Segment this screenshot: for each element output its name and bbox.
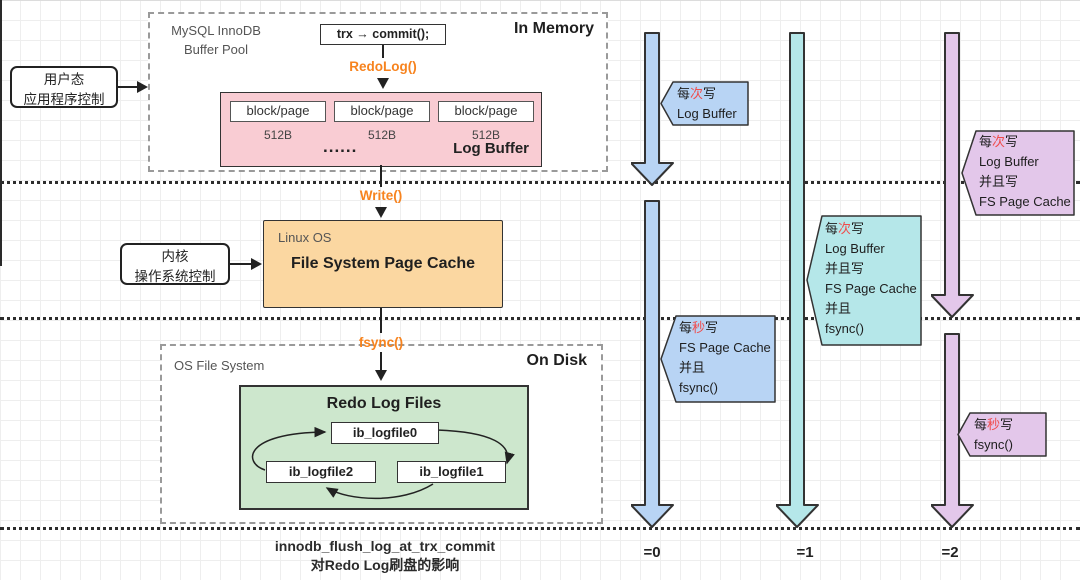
mode1-arrow [776,32,819,528]
diagram-caption: innodb_flush_log_at_trx_commit 对Redo Log… [274,538,496,573]
ib-logfile1-box: ib_logfile1 [397,461,506,483]
trx-connector-line [382,45,384,58]
separator-bottom [0,527,1080,530]
kernel-control-arrow-line [230,263,252,265]
callout-mode2-memory: 每次写 Log Buffer 并且写 FS Page Cache [961,130,1076,216]
fsync-arrowhead-icon [375,370,387,381]
write-arrowhead-icon [375,207,387,218]
on-disk-label: On Disk [526,352,587,369]
kernel-control-box: 内核 操作系统控制 [120,243,230,285]
kernel-control-arrowhead-icon [251,258,262,270]
ib-logfile2-box: ib_logfile2 [266,461,376,483]
callout-mode0-disk: 每秒写 FS Page Cache 并且 fsync() [660,315,777,403]
in-memory-label: In Memory [513,20,594,37]
separator-memory-os [0,181,1080,184]
redolog-call-label: RedoLog() [349,59,417,74]
block-size-1: 512B [367,128,397,142]
block-page-0: block/page [230,101,326,122]
callout-mode2-disk: 每秒写 fsync() [957,412,1048,457]
on-disk-container: OS File System On Disk Redo Log Files ib… [160,344,603,524]
mode0-value-label: =0 [643,544,661,561]
user-control-arrow-line [118,86,138,88]
buffer-pool-label: MySQL InnoDB Buffer Pool [171,23,261,57]
log-buffer-title: Log Buffer [453,140,529,157]
write-arrow-line-top [380,165,382,187]
ellipsis-label: ...... [323,137,358,156]
log-buffer-box: block/page block/page block/page 512B 51… [220,92,542,167]
mode2-arrow-disk [931,333,974,528]
logfile-cycle-arrows [251,426,515,500]
canvas-left-edge [0,0,2,266]
user-control-arrowhead-icon [137,81,148,93]
user-mode-control-box: 用户态 应用程序控制 [10,66,118,108]
redolog-arrowhead-icon [377,78,389,89]
canvas-top-edge [0,0,1080,1]
fs-page-cache-label: File System Page Cache [290,255,476,272]
callout-mode1-os: 每次写 Log Buffer 并且写 FS Page Cache 并且 fsyn… [806,215,923,346]
mode0-arrow-memory [631,32,674,186]
ib-logfile0-box: ib_logfile0 [331,422,439,444]
block-size-2: 512B [471,128,501,142]
fsync-arrow-line-bottom [380,352,382,370]
mode2-arrow-memory [931,32,974,318]
block-size-0: 512B [263,128,293,142]
os-file-system-label: OS File System [174,358,265,373]
mode2-value-label: =2 [941,544,959,561]
callout-mode0-memory: 每次写 Log Buffer [660,81,750,126]
mode1-value-label: =1 [796,544,814,561]
separator-os-disk [0,317,1080,320]
redo-log-files-box: Redo Log Files ib_logfile0 ib_logfile2 i… [239,385,529,510]
block-page-2: block/page [438,101,534,122]
trx-commit-box: trx → commit(); [320,24,446,45]
fsync-arrow-line-top [380,308,382,333]
linux-os-label: Linux OS [278,230,332,245]
write-call-label: Write() [359,188,403,203]
in-memory-container: MySQL InnoDB Buffer Pool In Memory trx →… [148,12,608,172]
fsync-call-label: fsync() [358,335,404,350]
linux-os-box: Linux OS File System Page Cache [263,220,503,308]
redo-log-files-title: Redo Log Files [326,395,442,412]
mode0-arrow-disk [631,200,674,528]
block-page-1: block/page [334,101,430,122]
